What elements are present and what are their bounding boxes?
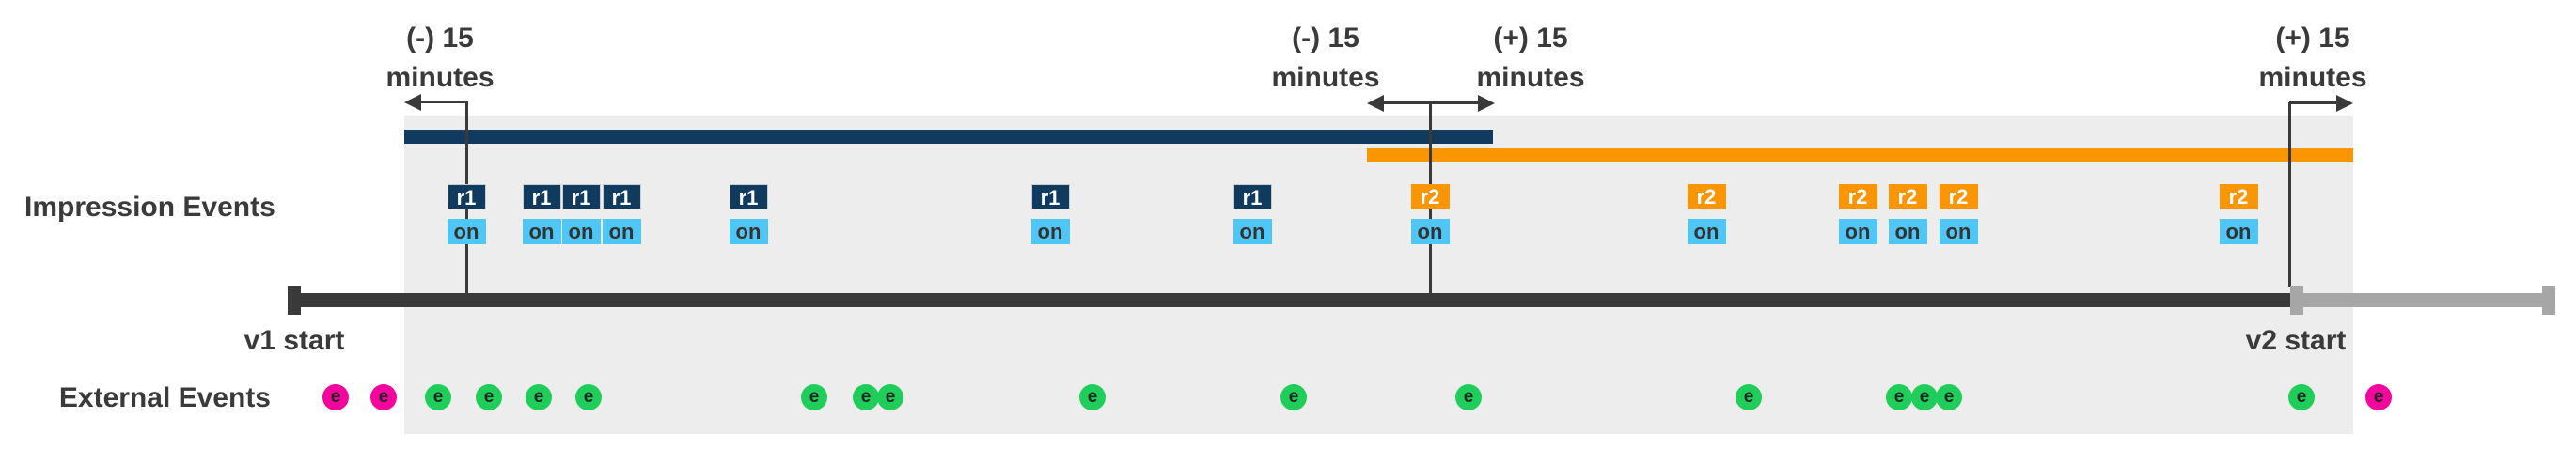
annotation-minus15-first-r1: (-) 15 minutes [385, 19, 494, 98]
annotation-line1: (+) 15 [2275, 23, 2350, 54]
on-target-badge: on [1030, 219, 1070, 244]
impression-badge-r1: r1 [1030, 184, 1070, 209]
external-event-in-window: e [1455, 384, 1482, 410]
external-event-in-window: e [425, 384, 451, 410]
timeline-v1-segment [288, 293, 2290, 307]
annotation-line2: minutes [2258, 62, 2367, 93]
flight-bar-r1 [404, 130, 1493, 144]
v2-start-label: v2 start [2245, 325, 2347, 356]
on-target-badge: on [1888, 219, 1927, 244]
external-event-out-of-window: e [322, 384, 349, 410]
impression-event-r2: r2 on [1687, 184, 1726, 244]
on-target-badge: on [561, 219, 601, 244]
on-target-badge: on [447, 219, 486, 244]
annotation-line2: minutes [1476, 62, 1585, 93]
impression-event-r1: r1 on [561, 184, 601, 244]
v2-start-cap [2290, 286, 2303, 315]
external-event-out-of-window: e [2365, 384, 2392, 410]
external-event-in-window: e [476, 384, 502, 410]
impression-event-r1: r1 on [729, 184, 768, 244]
annotation-plus15-first-r2: (+) 15 minutes [1476, 19, 1584, 98]
impression-event-r2: r2 on [1939, 184, 1978, 244]
on-target-badge: on [2219, 219, 2258, 244]
external-event-in-window: e [575, 384, 602, 410]
on-target-badge: on [602, 219, 641, 244]
on-target-badge: on [1939, 219, 1978, 244]
external-event-in-window: e [801, 384, 827, 410]
annotation-minus15-first-r2: (-) 15 minutes [1271, 19, 1379, 98]
plus15-arrow-right [2289, 101, 2338, 104]
impression-event-r1: r1 on [522, 184, 561, 244]
impression-badge-r2: r2 [1687, 184, 1726, 209]
timeline-end-cap [2542, 286, 2555, 315]
impression-badge-r2: r2 [1838, 184, 1877, 209]
impression-badge-r1: r1 [1233, 184, 1272, 209]
external-event-in-window: e [1911, 384, 1938, 410]
external-event-in-window: e [1736, 384, 1762, 410]
arrowhead-right-icon [1478, 94, 1495, 112]
impression-badge-r1: r1 [729, 184, 768, 209]
annotation-line1: (+) 15 [1493, 23, 1568, 54]
impression-badge-r2: r2 [1939, 184, 1978, 209]
external-event-in-window: e [877, 384, 903, 410]
impression-badge-r2: r2 [2219, 184, 2258, 209]
impression-event-r2: r2 on [1410, 184, 1450, 244]
impression-event-r1: r1 on [1233, 184, 1272, 244]
annotation-line2: minutes [385, 62, 495, 93]
impression-event-r1: r1 on [602, 184, 641, 244]
external-event-in-window: e [1079, 384, 1106, 410]
impression-badge-r1: r1 [447, 184, 486, 209]
timeline-v2-segment [2297, 293, 2549, 307]
plusminus15-arrow-mid [1382, 101, 1480, 104]
impression-badge-r1: r1 [522, 184, 561, 209]
external-event-in-window: e [1886, 384, 1912, 410]
annotation-line1: (-) 15 [406, 23, 474, 54]
impression-event-r1: r1 on [447, 184, 486, 244]
impression-badge-r2: r2 [1888, 184, 1927, 209]
on-target-badge: on [522, 219, 561, 244]
external-event-out-of-window: e [370, 384, 397, 410]
external-event-in-window: e [1280, 384, 1307, 410]
impression-event-r2: r2 on [1888, 184, 1927, 244]
external-event-in-window: e [1936, 384, 1962, 410]
impression-event-r2: r2 on [1838, 184, 1877, 244]
on-target-badge: on [1410, 219, 1450, 244]
impression-event-r1: r1 on [1030, 184, 1070, 244]
annotation-line2: minutes [1271, 62, 1380, 93]
impression-badge-r2: r2 [1410, 184, 1450, 209]
flight-bar-r2 [1367, 148, 2353, 162]
arrowhead-left-icon [404, 93, 421, 111]
external-event-in-window: e [2288, 384, 2315, 410]
arrowhead-right-icon [2336, 94, 2353, 112]
annotation-line1: (-) 15 [1292, 23, 1359, 54]
impression-badge-r1: r1 [561, 184, 601, 209]
on-target-badge: on [1838, 219, 1877, 244]
minus15-arrow-left [419, 101, 466, 103]
v2-start-guide [2287, 102, 2291, 287]
on-target-badge: on [1687, 219, 1726, 244]
impression-events-row-label: Impression Events [24, 192, 275, 223]
v1-start-cap [288, 286, 301, 315]
on-target-badge: on [1233, 219, 1272, 244]
arrowhead-left-icon [1367, 94, 1384, 112]
measurement-window-panel [404, 116, 2353, 434]
annotation-plus15-v2-start: (+) 15 minutes [2258, 19, 2366, 98]
on-target-badge: on [729, 219, 768, 244]
impression-badge-r1: r1 [602, 184, 641, 209]
v1-start-label: v1 start [243, 325, 345, 356]
impression-event-r2: r2 on [2219, 184, 2258, 244]
external-event-in-window: e [853, 384, 879, 410]
external-event-in-window: e [526, 384, 552, 410]
external-events-row-label: External Events [58, 382, 271, 413]
